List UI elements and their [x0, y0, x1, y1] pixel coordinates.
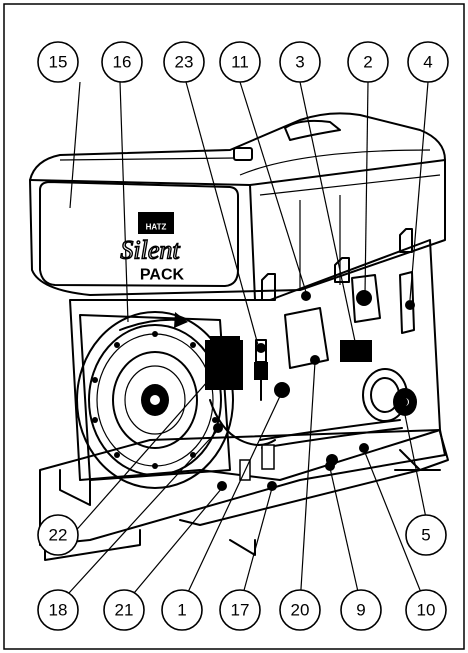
callout-4: 4 [407, 41, 449, 83]
callout-11-label: 11 [231, 53, 249, 72]
callout-15-label: 15 [49, 53, 68, 72]
callout-10: 10 [405, 589, 447, 631]
callout-2-label: 2 [363, 53, 372, 72]
callout-3-label: 3 [295, 53, 304, 72]
callout-2: 2 [347, 41, 389, 83]
callout-21-label: 21 [115, 601, 134, 620]
leader-lines [57, 81, 429, 606]
callout-10-label: 10 [417, 601, 436, 620]
relay-block [284, 307, 329, 369]
callout-17: 17 [219, 589, 261, 631]
callout-9: 9 [340, 589, 382, 631]
hatz-logo-plate [138, 212, 174, 234]
callout-5: 5 [405, 514, 447, 556]
callout-4-label: 4 [423, 53, 432, 72]
callout-3: 3 [279, 41, 321, 83]
brand-maker: HATZ [146, 223, 167, 232]
callout-23: 23 [163, 41, 205, 83]
control-box [205, 340, 243, 390]
callout-16-label: 16 [113, 53, 132, 72]
brand-line-1: Silent [120, 236, 180, 265]
callout-18: 18 [37, 589, 79, 631]
callout-20: 20 [279, 589, 321, 631]
callout-20-label: 20 [291, 601, 310, 620]
callout-18-label: 18 [49, 601, 68, 620]
callout-22: 22 [37, 514, 79, 556]
callout-1-label: 1 [177, 601, 186, 620]
callout-17-label: 17 [231, 601, 250, 620]
engine-body [29, 112, 449, 561]
callout-21: 21 [103, 589, 145, 631]
flywheel-housing [76, 311, 234, 489]
callout-16: 16 [101, 41, 143, 83]
page-frame [3, 3, 465, 650]
reference-markers [211, 291, 415, 491]
callout-22-label: 22 [49, 526, 68, 545]
callout-23-label: 23 [175, 53, 194, 72]
callout-1: 1 [161, 589, 203, 631]
callout-5-label: 5 [421, 526, 430, 545]
callout-11: 11 [219, 41, 261, 83]
callout-9-label: 9 [356, 601, 365, 620]
callouts: 15 16 23 11 3 2 4 22 [37, 41, 449, 631]
brand-line-2: PACK [140, 267, 185, 284]
callout-15: 15 [37, 41, 79, 83]
